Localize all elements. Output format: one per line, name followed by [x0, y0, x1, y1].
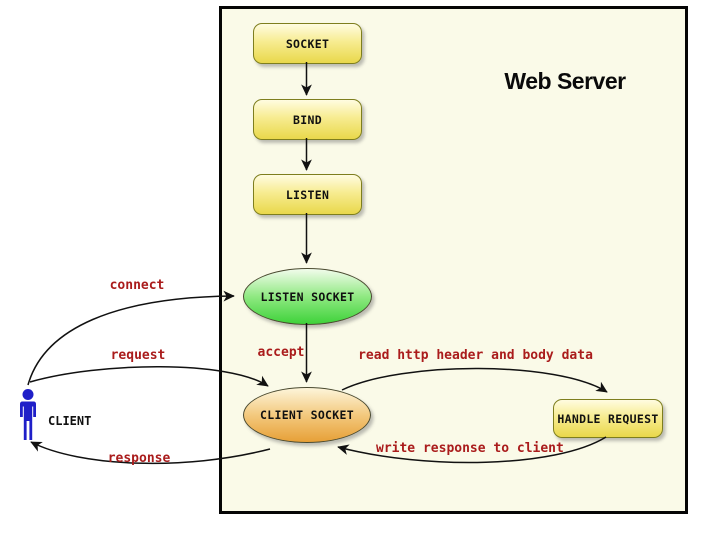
edge-label-request: request	[110, 348, 166, 363]
edge-label-connect: connect	[109, 278, 165, 293]
node-bind: BIND	[253, 99, 362, 140]
node-socket: SOCKET	[253, 23, 362, 64]
node-listen: LISTEN	[253, 174, 362, 215]
client-person-icon	[20, 389, 36, 440]
edge-label-read: read http header and body data	[358, 348, 593, 363]
edge-label-write: write response to client	[376, 441, 564, 456]
edge-label-accept: accept	[257, 345, 305, 360]
node-handle-request: HANDLE REQUEST	[553, 399, 663, 438]
edge-label-response: response	[107, 451, 171, 466]
server-title: Web Server	[504, 68, 626, 94]
arrow-connect	[27, 290, 235, 386]
node-client-socket: CLIENT SOCKET	[243, 387, 371, 443]
node-listen-socket: LISTEN SOCKET	[243, 268, 372, 325]
client-actor-label: CLIENT	[48, 414, 92, 428]
